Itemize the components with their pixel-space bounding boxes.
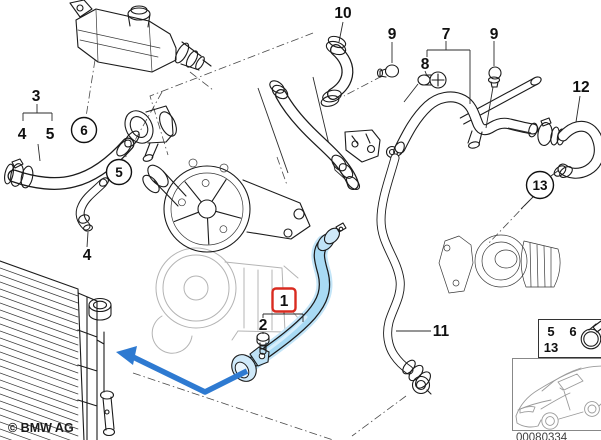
callout-13[interactable]: 13 [532,178,548,193]
callout-5-circled[interactable]: 5 [115,165,123,180]
callout-6[interactable]: 6 [80,123,88,138]
callout-labels: 3 4 5 6 5 4 10 9 7 8 9 12 13 1 2 11 [18,5,590,340]
legend-5[interactable]: 5 [547,324,554,339]
callout-9-right[interactable]: 9 [490,26,499,43]
car-thumbnail [512,358,601,431]
highlighted-hose-1 [231,222,347,382]
callout-1[interactable]: 1 [280,293,289,310]
callout-10[interactable]: 10 [334,5,351,22]
engine-elbow-hose [269,80,361,191]
coolant-pump [142,158,311,253]
flow-arrow [116,346,249,395]
callout-11[interactable]: 11 [433,323,450,340]
radiator-hose-3 [4,130,140,190]
reservoir-unit [69,0,212,73]
callout-8[interactable]: 8 [421,56,430,73]
legend-13[interactable]: 13 [544,340,558,355]
callout-5-circle[interactable] [105,158,133,186]
water-hose-11 [376,153,432,395]
copyright: © BMW AG [8,421,74,435]
radiator [0,260,116,440]
bolt-9-right [485,66,502,129]
callout-4-top[interactable]: 4 [18,126,27,143]
mounting-bracket [344,129,399,163]
plug-screw-8 [403,71,447,103]
hose-clamp-screw [11,158,24,169]
bolt-9-left [376,64,400,78]
callout-7[interactable]: 7 [442,26,451,43]
radiator-filler-neck [88,297,112,321]
callout-13-circle[interactable] [525,170,555,200]
callout-6-circle[interactable] [70,116,98,144]
callout-3[interactable]: 3 [32,88,41,105]
callout-5-top[interactable]: 5 [46,126,55,143]
callout-9-left[interactable]: 9 [388,26,397,43]
boundary-lines [85,32,531,440]
heater-hose-10 [320,35,354,107]
callout-12[interactable]: 12 [572,79,589,96]
throttle-body [438,234,561,294]
water-hose-7 [393,91,539,157]
thermostat-housing [124,105,177,162]
callout-2[interactable]: 2 [259,317,268,334]
hose-t-port [467,130,483,145]
water-hose-12 [553,120,601,179]
diagram-number: 00080334 [516,432,568,440]
radiator-drain-fittings [96,331,116,437]
legend-6[interactable]: 6 [569,324,576,339]
callout-1-box[interactable] [271,287,297,313]
legend-box: 5 6 13 [538,319,601,358]
callout-4-bottom[interactable]: 4 [83,247,92,264]
